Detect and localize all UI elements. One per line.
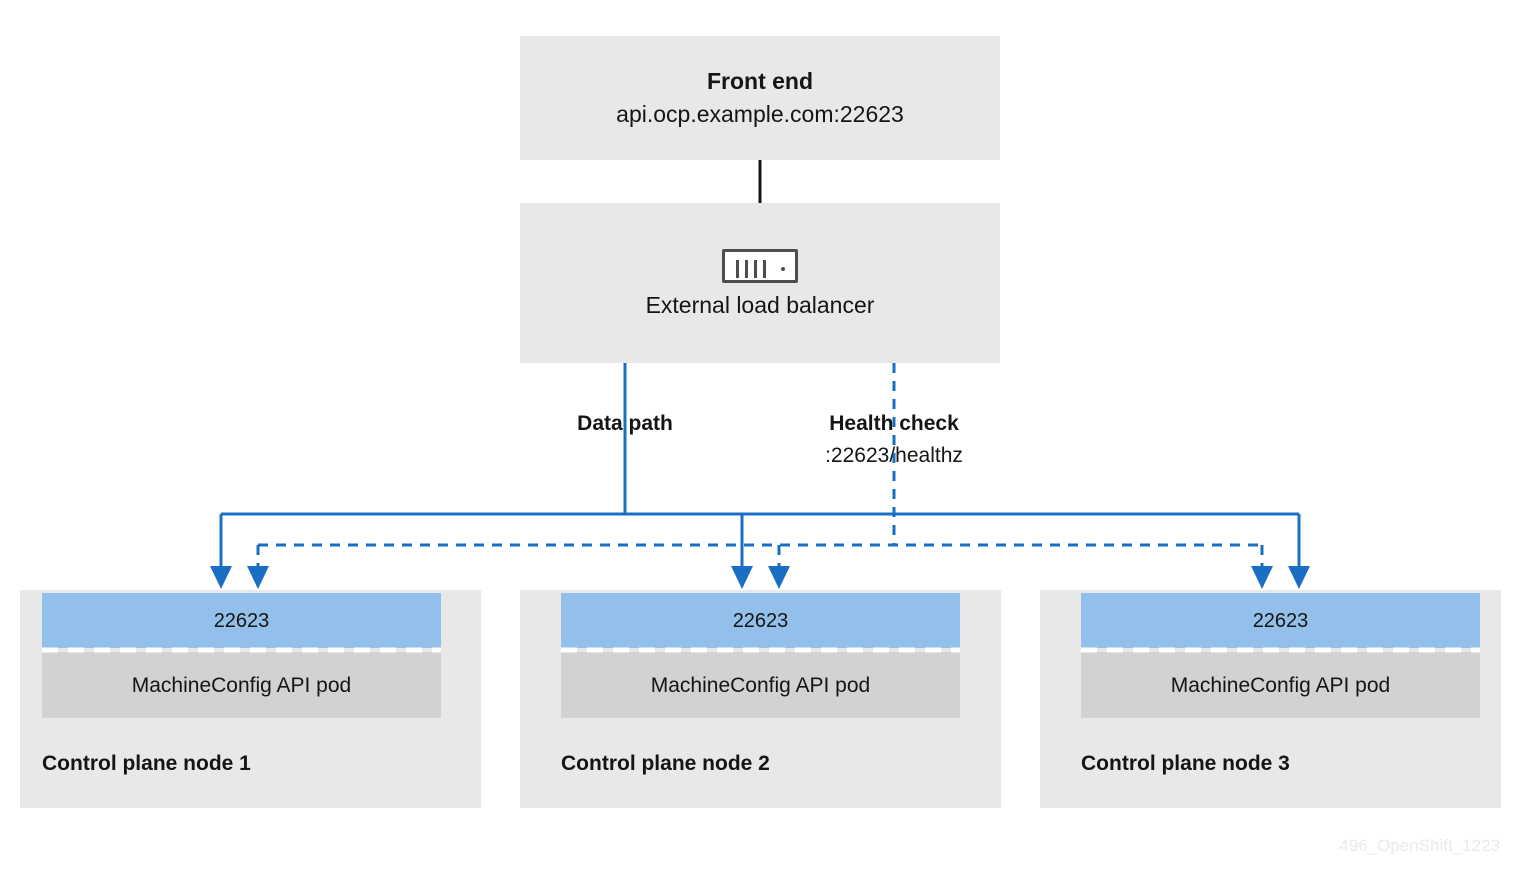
watermark-label: 496_OpenShift_1223	[1339, 836, 1500, 855]
front-end-box	[520, 36, 1000, 160]
node-3-name-label: Control plane node 3	[1081, 752, 1290, 775]
front-end-title: Front end	[706, 68, 814, 94]
load-balancer-icon	[722, 249, 798, 283]
node-2-pod-label: MachineConfig API pod	[650, 674, 871, 697]
node-2-port-label: 22623	[732, 610, 789, 632]
node-1-pod-label: MachineConfig API pod	[131, 674, 352, 697]
node-2-port-bar	[561, 593, 960, 648]
node-3-pod-box	[1081, 652, 1480, 718]
load-balancer-box	[520, 203, 1000, 363]
node-1-pod-box	[42, 652, 441, 718]
node-3-port-bar	[1081, 593, 1480, 648]
node-3-port-label: 22623	[1252, 610, 1309, 632]
node-1-name-label: Control plane node 1	[42, 752, 251, 775]
data-path-label: Data path	[577, 412, 673, 435]
node-3-pod-label: MachineConfig API pod	[1170, 674, 1391, 697]
node-2-pod-box	[561, 652, 960, 718]
health-check-detail: :22623/healthz	[825, 444, 963, 467]
health-check-label: Health check	[829, 412, 959, 435]
node-1-port-bar	[42, 593, 441, 648]
node-1-port-label: 22623	[213, 610, 270, 632]
front-end-address: api.ocp.example.com:22623	[616, 101, 904, 127]
load-balancer-label: External load balancer	[645, 292, 875, 318]
node-2-name-label: Control plane node 2	[561, 752, 770, 775]
